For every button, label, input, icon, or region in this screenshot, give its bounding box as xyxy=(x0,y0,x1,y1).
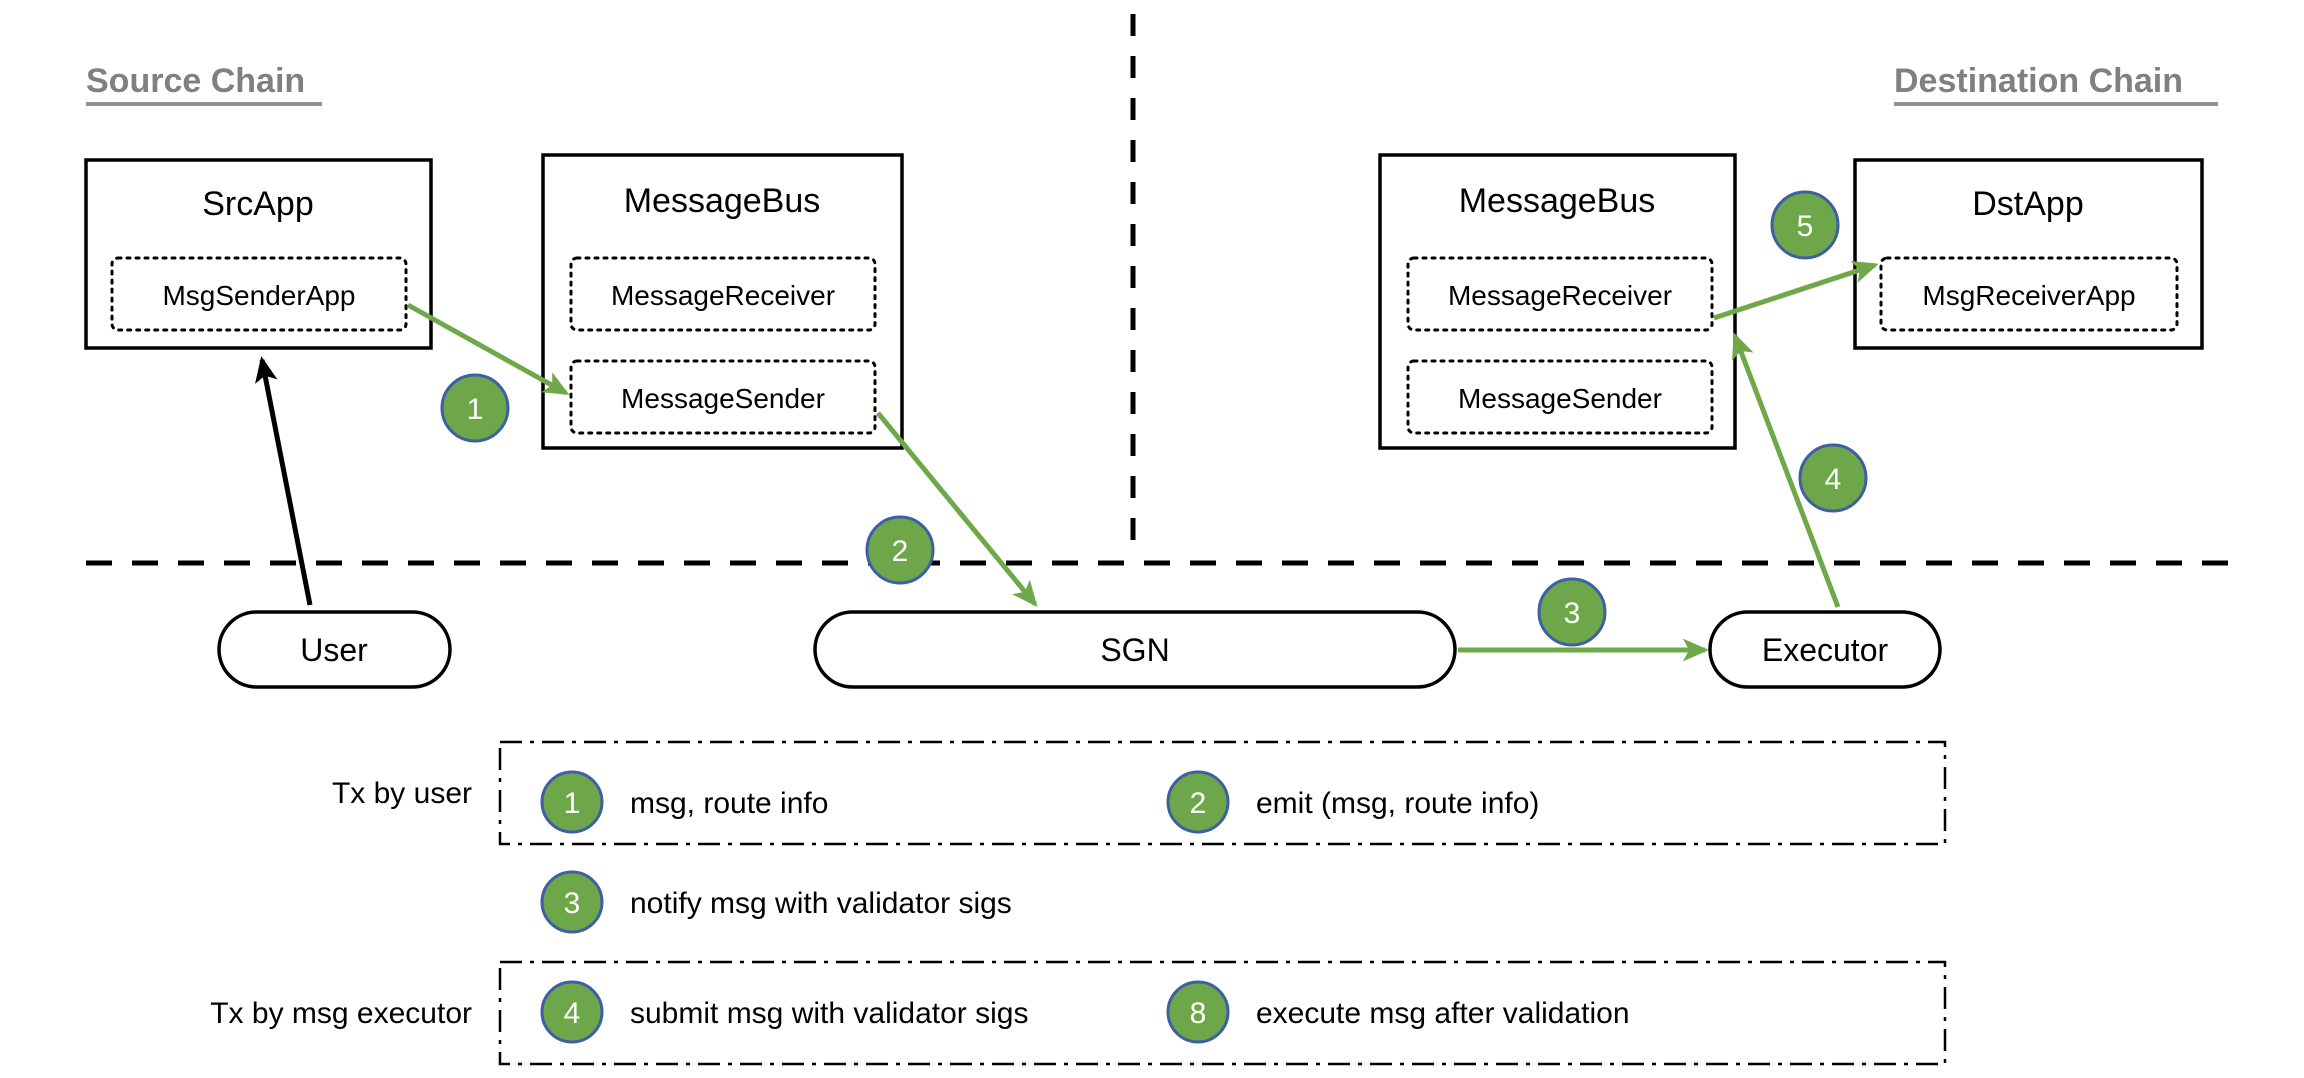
user-node-label: User xyxy=(300,632,368,668)
arrow-step-4-executor-to-messagereceiver xyxy=(1732,332,1841,608)
legend-box-tx-by-msg-executor xyxy=(498,960,1947,1066)
legend-text-1: msg, route info xyxy=(630,787,828,820)
source-message-bus-box[interactable]: MessageBus MessageReceiver MessageSender xyxy=(541,153,904,450)
msg-sender-app-rect xyxy=(110,256,408,332)
arrow-step-5-messagereceiver-to-msgreceiverapp xyxy=(1713,261,1879,321)
destination-message-bus-box[interactable]: MessageBus MessageReceiver MessageSender xyxy=(1378,153,1737,450)
legend-row-tx-by-user: Tx by user 1 msg, route info 2 emit (msg… xyxy=(332,740,1947,846)
sgn-node-rect xyxy=(813,610,1457,689)
flow-badge-4-circle xyxy=(1798,443,1868,513)
legend-text-3: notify msg with validator sigs xyxy=(630,887,1012,920)
legend-badge-4-number: 4 xyxy=(564,997,581,1030)
legend-text-4: submit msg with validator sigs xyxy=(630,997,1028,1030)
legend-badge-2-circle xyxy=(1166,770,1230,834)
legend-badge-8-number: 8 xyxy=(1190,997,1207,1030)
flow-badge-1-number: 1 xyxy=(467,393,484,426)
flow-badge-3: 3 xyxy=(1537,577,1607,647)
legend-badge-1-circle xyxy=(540,770,604,834)
msg-sender-app-label: MsgSenderApp xyxy=(162,280,355,311)
flow-badge-3-circle xyxy=(1537,577,1607,647)
sgn-node[interactable]: SGN xyxy=(813,610,1457,689)
arrow-user-to-srcapp xyxy=(255,356,313,606)
executor-node-label: Executor xyxy=(1762,632,1889,668)
legend-badge-3-number: 3 xyxy=(564,887,581,920)
src-app-box[interactable]: SrcApp MsgSenderApp xyxy=(84,158,433,350)
destination-message-bus-title: MessageBus xyxy=(1459,182,1656,220)
destination-chain-title: Destination Chain xyxy=(1894,62,2183,100)
legend-label-tx-by-user: Tx by user xyxy=(332,777,472,810)
flow-badge-5: 5 xyxy=(1770,190,1840,260)
flow-badge-1: 1 xyxy=(440,373,510,443)
dst-app-box[interactable]: DstApp MsgReceiverApp xyxy=(1853,158,2204,350)
executor-node[interactable]: Executor xyxy=(1708,610,1942,689)
destination-message-receiver-rect xyxy=(1406,256,1714,332)
src-app-title: SrcApp xyxy=(202,185,314,223)
flow-badge-2: 2 xyxy=(865,515,935,585)
legend-badge-3-circle xyxy=(540,870,604,934)
legend-badge-8-circle xyxy=(1166,980,1230,1044)
source-message-bus-title: MessageBus xyxy=(624,182,821,220)
flow-badge-4-number: 4 xyxy=(1825,463,1842,496)
flow-badge-3-number: 3 xyxy=(1564,597,1581,630)
flow-badge-5-circle xyxy=(1770,190,1840,260)
source-message-sender-rect xyxy=(569,359,877,435)
legend-row-tx-by-msg-executor: Tx by msg executor 4 submit msg with val… xyxy=(210,960,1947,1066)
legend-badge-4-circle xyxy=(540,980,604,1044)
arrow-step-2-messagesender-to-sgn xyxy=(876,411,1038,608)
destination-message-sender-label: MessageSender xyxy=(1458,383,1662,414)
legend-badge-2-number: 2 xyxy=(1190,787,1207,820)
user-node-rect xyxy=(217,610,452,689)
legend-badge-1-number: 1 xyxy=(564,787,581,820)
flow-badge-4: 4 xyxy=(1798,443,1868,513)
destination-message-sender-rect xyxy=(1406,359,1714,435)
msg-receiver-app-label: MsgReceiverApp xyxy=(1922,280,2135,311)
flow-badge-5-number: 5 xyxy=(1797,210,1814,243)
destination-message-receiver-label: MessageReceiver xyxy=(1448,280,1672,311)
source-chain-header: Source Chain xyxy=(86,62,322,106)
source-chain-title: Source Chain xyxy=(86,62,305,100)
dst-app-title: DstApp xyxy=(1972,185,2084,223)
executor-node-rect xyxy=(1708,610,1942,689)
legend-row-notify: 3 notify msg with validator sigs xyxy=(540,870,1012,934)
sgn-node-label: SGN xyxy=(1100,632,1169,668)
source-message-sender-label: MessageSender xyxy=(621,383,825,414)
flow-badge-1-circle xyxy=(440,373,510,443)
legend-text-2: emit (msg, route info) xyxy=(1256,787,1539,820)
legend-box-tx-by-user xyxy=(498,740,1947,846)
source-message-receiver-rect xyxy=(569,256,877,332)
user-node[interactable]: User xyxy=(217,610,452,689)
flow-badge-2-circle xyxy=(865,515,935,585)
msg-receiver-app-rect xyxy=(1879,256,2179,332)
flow-badge-2-number: 2 xyxy=(892,535,909,568)
legend-text-8: execute msg after validation xyxy=(1256,997,1630,1030)
source-message-receiver-label: MessageReceiver xyxy=(611,280,835,311)
destination-chain-header: Destination Chain xyxy=(1894,62,2218,106)
legend-label-tx-by-msg-executor: Tx by msg executor xyxy=(210,997,472,1030)
arrow-step-1-msgsender-to-messagesender xyxy=(406,302,570,396)
